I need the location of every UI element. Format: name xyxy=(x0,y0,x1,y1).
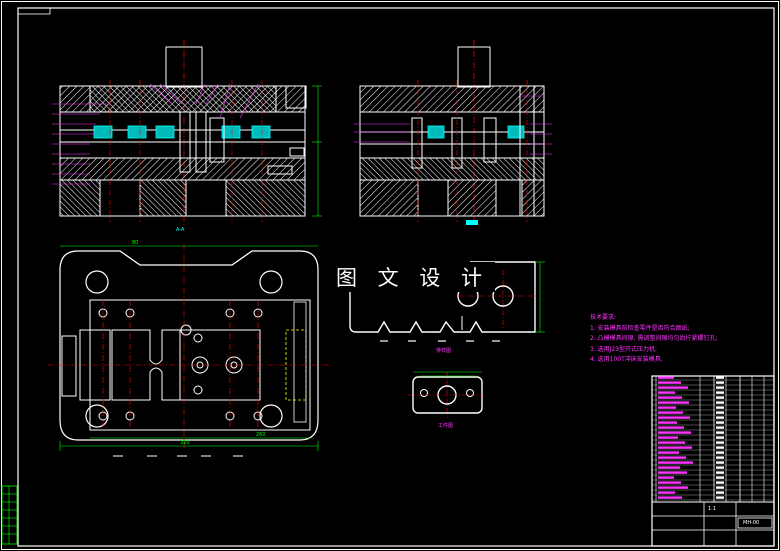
part-drawing: 工件图 xyxy=(408,371,486,429)
side-section-view xyxy=(354,40,552,225)
bom-row-label xyxy=(658,496,682,499)
bom-row-qty xyxy=(716,436,724,439)
note-item-1: 1. 安装模具前检查零件是否符合图纸; xyxy=(590,324,690,332)
bom-rows xyxy=(652,376,774,501)
bom-row-label xyxy=(658,401,689,404)
bom-row-qty xyxy=(716,421,724,424)
bom-row-label xyxy=(658,471,687,474)
bom-row-label xyxy=(658,406,676,409)
plan-top-dim: 80 xyxy=(132,240,138,246)
bom-row-label xyxy=(658,431,691,434)
bom-row-qty xyxy=(716,466,724,469)
title-block xyxy=(651,375,775,547)
bom-row-qty xyxy=(716,391,724,394)
technical-notes: 技术要求: 1. 安装模具前检查零件是否符合图纸; 2. 凸模模具间隙, 需调整… xyxy=(590,313,717,366)
watermark-text: 图 文 设 计 xyxy=(330,262,496,292)
bom-row-label xyxy=(658,466,680,469)
inner-border xyxy=(17,7,775,547)
bom-row-label xyxy=(658,461,693,464)
bom-row-label xyxy=(658,451,679,454)
bom-row-qty xyxy=(716,406,724,409)
bom-row-label xyxy=(658,491,675,494)
bom-row-label xyxy=(658,381,681,384)
bom-row-qty xyxy=(716,416,724,419)
bom-row-qty xyxy=(716,411,724,414)
note-item-4: 4. 选用100T冲床安装模具; xyxy=(590,356,663,363)
bom-row-label xyxy=(658,386,688,389)
corner-mark xyxy=(17,7,51,15)
bom-row-label xyxy=(658,411,683,414)
bom-row-qty xyxy=(716,446,724,449)
plan-width-dim: 310 xyxy=(180,440,190,446)
bom-row-qty xyxy=(716,481,724,484)
notes-title: 技术要求: xyxy=(590,314,617,321)
bom-row-label xyxy=(658,391,675,394)
strip-layout: 排样图 xyxy=(349,261,545,354)
bom-row-qty xyxy=(716,386,724,389)
bom-row-qty xyxy=(716,461,724,464)
margin-stamp xyxy=(1,485,18,545)
title-block-drawing-no: MH-00 xyxy=(743,520,760,526)
bom-row-qty xyxy=(716,381,724,384)
bom-row-label xyxy=(658,416,690,419)
bom-row-qty xyxy=(716,486,724,489)
front-view-caption: A-A xyxy=(176,227,185,233)
note-item-2: 2. 凸模模具间隙, 需调整间隙均匀后拧紧螺钉孔; xyxy=(590,335,718,342)
bom-row-label xyxy=(658,446,692,449)
bom-row-label xyxy=(658,476,674,479)
front-section-view: A-A xyxy=(52,40,322,233)
bom-row-label xyxy=(658,426,684,429)
bom-row-label xyxy=(658,456,686,459)
bom-row-qty xyxy=(716,376,724,379)
part-caption: 工件图 xyxy=(438,422,453,429)
bom-row-qty xyxy=(716,431,724,434)
plan-inner-dim: 260 xyxy=(256,432,266,438)
bom-row-label xyxy=(658,376,674,379)
bom-row-label xyxy=(658,436,678,439)
bom-row-qty xyxy=(716,476,724,479)
strip-caption: 排样图 xyxy=(436,347,451,354)
bom-row-qty xyxy=(716,396,724,399)
bom-row-qty xyxy=(716,456,724,459)
bom-row-label xyxy=(658,396,682,399)
plan-view: 310 260 80 xyxy=(48,240,330,457)
bom-row-label xyxy=(658,486,688,489)
bom-row-qty xyxy=(716,441,724,444)
bom-row-qty xyxy=(716,401,724,404)
bom-row-qty xyxy=(716,496,724,499)
title-block-scale: 1:1 xyxy=(708,506,717,512)
bom-row-label xyxy=(658,481,681,484)
bom-row-qty xyxy=(716,426,724,429)
bom-row-qty xyxy=(716,491,724,494)
bom-row-qty xyxy=(716,471,724,474)
note-item-3: 3. 选用J23型开式压力机; xyxy=(590,345,658,353)
bom-row-label xyxy=(658,421,677,424)
bom-row-qty xyxy=(716,451,724,454)
bom-row-label xyxy=(658,441,685,444)
